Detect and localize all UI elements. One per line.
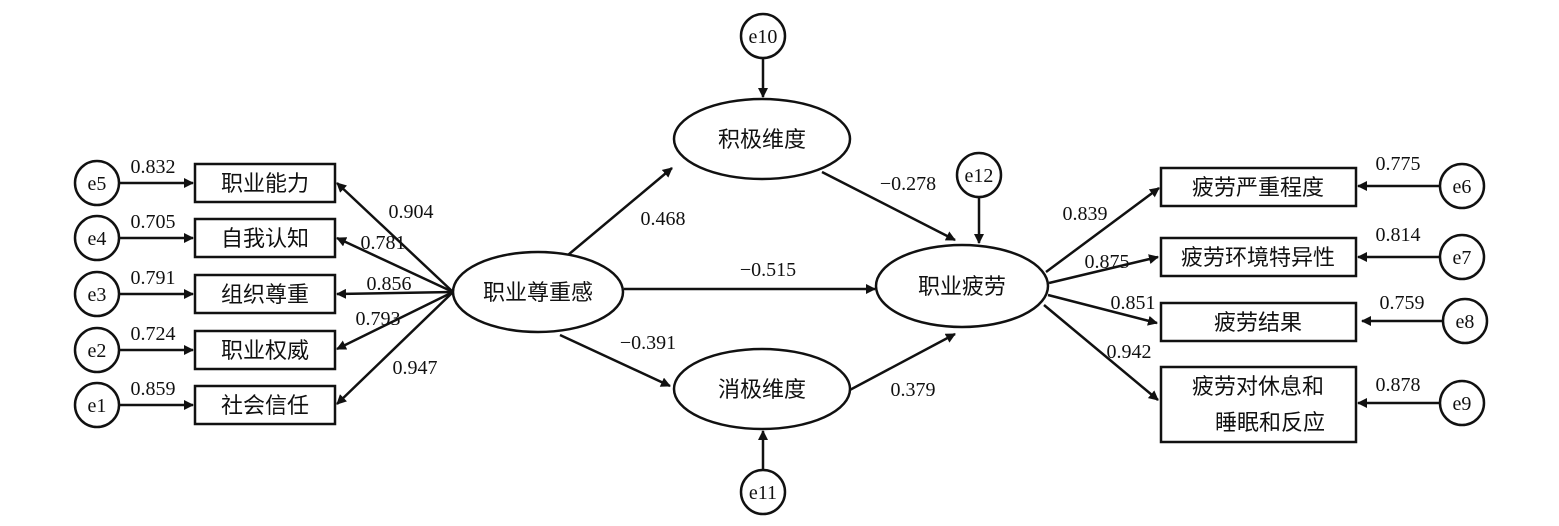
residual-label: e11 — [749, 482, 777, 504]
path-arrow — [821, 170, 956, 242]
error-label: e1 — [88, 395, 107, 417]
indicator-label-line1: 疲劳对休息和 — [1192, 374, 1324, 399]
path-value: −0.391 — [620, 332, 676, 354]
loading-value: 0.947 — [393, 357, 438, 379]
error-loading: 0.775 — [1376, 153, 1421, 175]
error-label: e2 — [88, 340, 107, 362]
indicator-label: 自我认知 — [221, 226, 309, 251]
loading-value: 0.875 — [1085, 251, 1130, 273]
path-value: −0.278 — [880, 173, 936, 195]
error-loading: 0.859 — [131, 378, 176, 400]
loading-value: 0.793 — [356, 308, 401, 330]
latent-fatigue — [874, 243, 1050, 329]
indicator-box — [193, 273, 337, 315]
loading-arrow — [336, 182, 454, 293]
error-label: e8 — [1456, 311, 1475, 333]
loading-arrow — [336, 236, 454, 294]
latent-label: 职业疲劳 — [918, 274, 1006, 299]
indicator-label: 职业能力 — [221, 171, 309, 196]
latent-positive — [672, 97, 852, 181]
indicator-label: 职业权威 — [221, 338, 309, 363]
indicator-box — [1159, 301, 1358, 343]
indicator-label: 社会信任 — [221, 393, 309, 418]
loading-value: 0.839 — [1063, 203, 1108, 225]
path-arrow — [845, 332, 956, 394]
loading-value: 0.856 — [367, 273, 412, 295]
error-loading: 0.759 — [1380, 292, 1425, 314]
error-label: e6 — [1453, 176, 1472, 198]
indicator-label: 疲劳严重程度 — [1192, 175, 1324, 200]
left-indicator-e2: e2 0.724 职业权威 — [73, 323, 337, 374]
path-value: 0.468 — [641, 208, 686, 230]
error-label: e3 — [88, 284, 107, 306]
right-indicator-e7: 疲劳环境特异性 e7 0.814 — [1159, 224, 1486, 281]
loading-arrow — [1043, 304, 1159, 401]
error-label: e7 — [1453, 247, 1472, 269]
path-arrow — [559, 333, 671, 388]
loading-value: 0.851 — [1111, 292, 1156, 314]
indicator-label: 疲劳结果 — [1214, 310, 1302, 335]
error-label: e4 — [88, 228, 107, 250]
latent-label: 积极维度 — [718, 127, 806, 152]
loading-value: 0.781 — [361, 232, 406, 254]
error-loading: 0.791 — [131, 267, 176, 289]
left-indicator-e5: e5 0.832 职业能力 — [73, 156, 337, 207]
indicator-label: 疲劳环境特异性 — [1181, 245, 1335, 270]
path-arrow — [567, 167, 673, 256]
error-loading: 0.814 — [1376, 224, 1421, 246]
indicator-label-line2: 睡眠和反应 — [1215, 410, 1325, 435]
loading-arrow — [1047, 293, 1158, 326]
error-loading: 0.705 — [131, 211, 176, 233]
loading-arrow — [1045, 186, 1160, 274]
loading-arrow — [336, 291, 454, 405]
error-loading: 0.878 — [1376, 374, 1421, 396]
loading-arrow — [336, 288, 454, 299]
error-loading: 0.832 — [131, 156, 176, 178]
right-indicator-e8: 疲劳结果 e8 0.759 — [1159, 292, 1489, 345]
loading-arrow — [1048, 254, 1159, 285]
indicator-box — [1159, 166, 1358, 208]
left-indicator-e1: e1 0.859 社会信任 — [73, 378, 337, 429]
left-indicator-e4: e4 0.705 自我认知 — [73, 211, 337, 262]
indicator-box — [193, 217, 337, 259]
residual-label: e12 — [965, 165, 994, 187]
latent-respect — [451, 250, 625, 334]
left-indicator-e3: e3 0.791 组织尊重 — [73, 267, 337, 318]
indicator-box — [193, 329, 337, 371]
indicator-box — [193, 162, 337, 204]
indicator-box — [193, 384, 337, 426]
right-indicator-e6: 疲劳严重程度 e6 0.775 — [1159, 153, 1486, 210]
latent-negative — [672, 347, 852, 431]
residual-label: e10 — [749, 26, 778, 48]
error-label: e5 — [88, 173, 107, 195]
loading-value: 0.904 — [389, 201, 434, 223]
right-indicator-e9: 疲劳对休息和 睡眠和反应 e9 0.878 — [1159, 365, 1486, 444]
error-loading: 0.724 — [131, 323, 176, 345]
loading-arrow — [336, 290, 454, 351]
latent-label: 职业尊重感 — [483, 280, 593, 305]
loading-value: 0.942 — [1107, 341, 1152, 363]
path-value: −0.515 — [740, 259, 796, 281]
path-value: 0.379 — [891, 379, 936, 401]
latent-label: 消极维度 — [718, 377, 806, 402]
indicator-box — [1159, 236, 1358, 278]
indicator-box — [1159, 365, 1358, 444]
error-label: e9 — [1453, 393, 1472, 415]
indicator-label: 组织尊重 — [221, 282, 309, 307]
